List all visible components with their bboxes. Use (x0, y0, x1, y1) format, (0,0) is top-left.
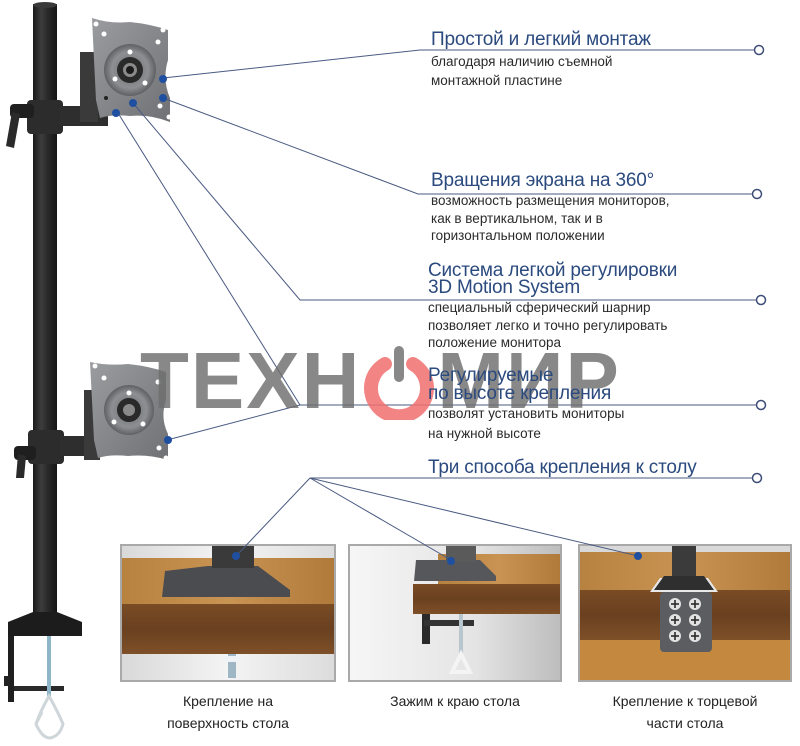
caption-end-mount-line2: части стола (646, 715, 724, 731)
frame-end-mount (578, 544, 792, 682)
feature-title-3d-motion-line1: Система легкой регулировки (428, 260, 678, 281)
caption-surface-line1: Крепление на (182, 693, 273, 709)
feature-desc-easy-install-line2: монтажной пластине (431, 73, 563, 88)
feature-title-3d-motion-line2: 3D Motion System (428, 277, 581, 298)
mount-photo-edge-clamp (350, 546, 560, 680)
feature-desc-rotation-line3: горизонтальном положении (431, 228, 605, 243)
feature-desc-height-line1: позволят установить мониторы (428, 406, 625, 421)
feature-title-easy-install: Простой и легкий монтаж (431, 29, 651, 50)
frame-surface (120, 544, 336, 682)
mount-photo-surface (122, 546, 334, 680)
feature-title-height-line1: Регулируемые (428, 365, 554, 386)
upper-vesa-plate (92, 18, 172, 122)
feature-desc-easy-install-line1: благодаря наличию съемной (431, 54, 613, 69)
feature-desc-3d-motion-line2: позволяет легко и точно регулировать (428, 318, 668, 333)
feature-desc-3d-motion-line3: положение монитора (428, 335, 562, 350)
caption-surface-line2: поверхность стола (167, 715, 289, 731)
feature-title-rotation: Вращения экрана на 360° (431, 170, 654, 191)
feature-desc-rotation-line1: возможность размещения мониторов, (431, 193, 670, 208)
lower-arm-clamp (14, 390, 104, 478)
desk-clamp-base (4, 612, 82, 740)
frame-edge-clamp (348, 544, 562, 682)
caption-end-mount-line1: Крепление к торцевой (612, 693, 758, 709)
feature-desc-height-line2: на нужной высоте (428, 426, 541, 441)
caption-edge-clamp-line1: Зажим к краю стола (390, 693, 520, 709)
lower-vesa-plate (90, 362, 169, 461)
caption-edge-clamp: Зажим к краю стола (350, 690, 560, 712)
mount-photo-end-mount (580, 546, 790, 680)
callout-anchor-dots (112, 75, 642, 565)
vertical-pole (33, 2, 57, 624)
upper-arm-clamp (6, 52, 108, 148)
feature-desc-rotation-line2: как в вертикальном, так и в (431, 211, 603, 226)
callout-end-circles (751, 44, 767, 484)
screw-heads (669, 598, 701, 642)
caption-surface-mount: Крепление на поверхность стола (122, 690, 334, 734)
feature-desc-3d-motion-line1: специальный сферический шарнир (428, 300, 651, 315)
feature-title-height-line2: по высоте крепления (428, 383, 612, 404)
feature-title-three-mounts: Три способа крепления к столу (428, 457, 697, 478)
caption-end-mount: Крепление к торцевой части стола (580, 690, 790, 734)
callout-lines (117, 49, 756, 561)
